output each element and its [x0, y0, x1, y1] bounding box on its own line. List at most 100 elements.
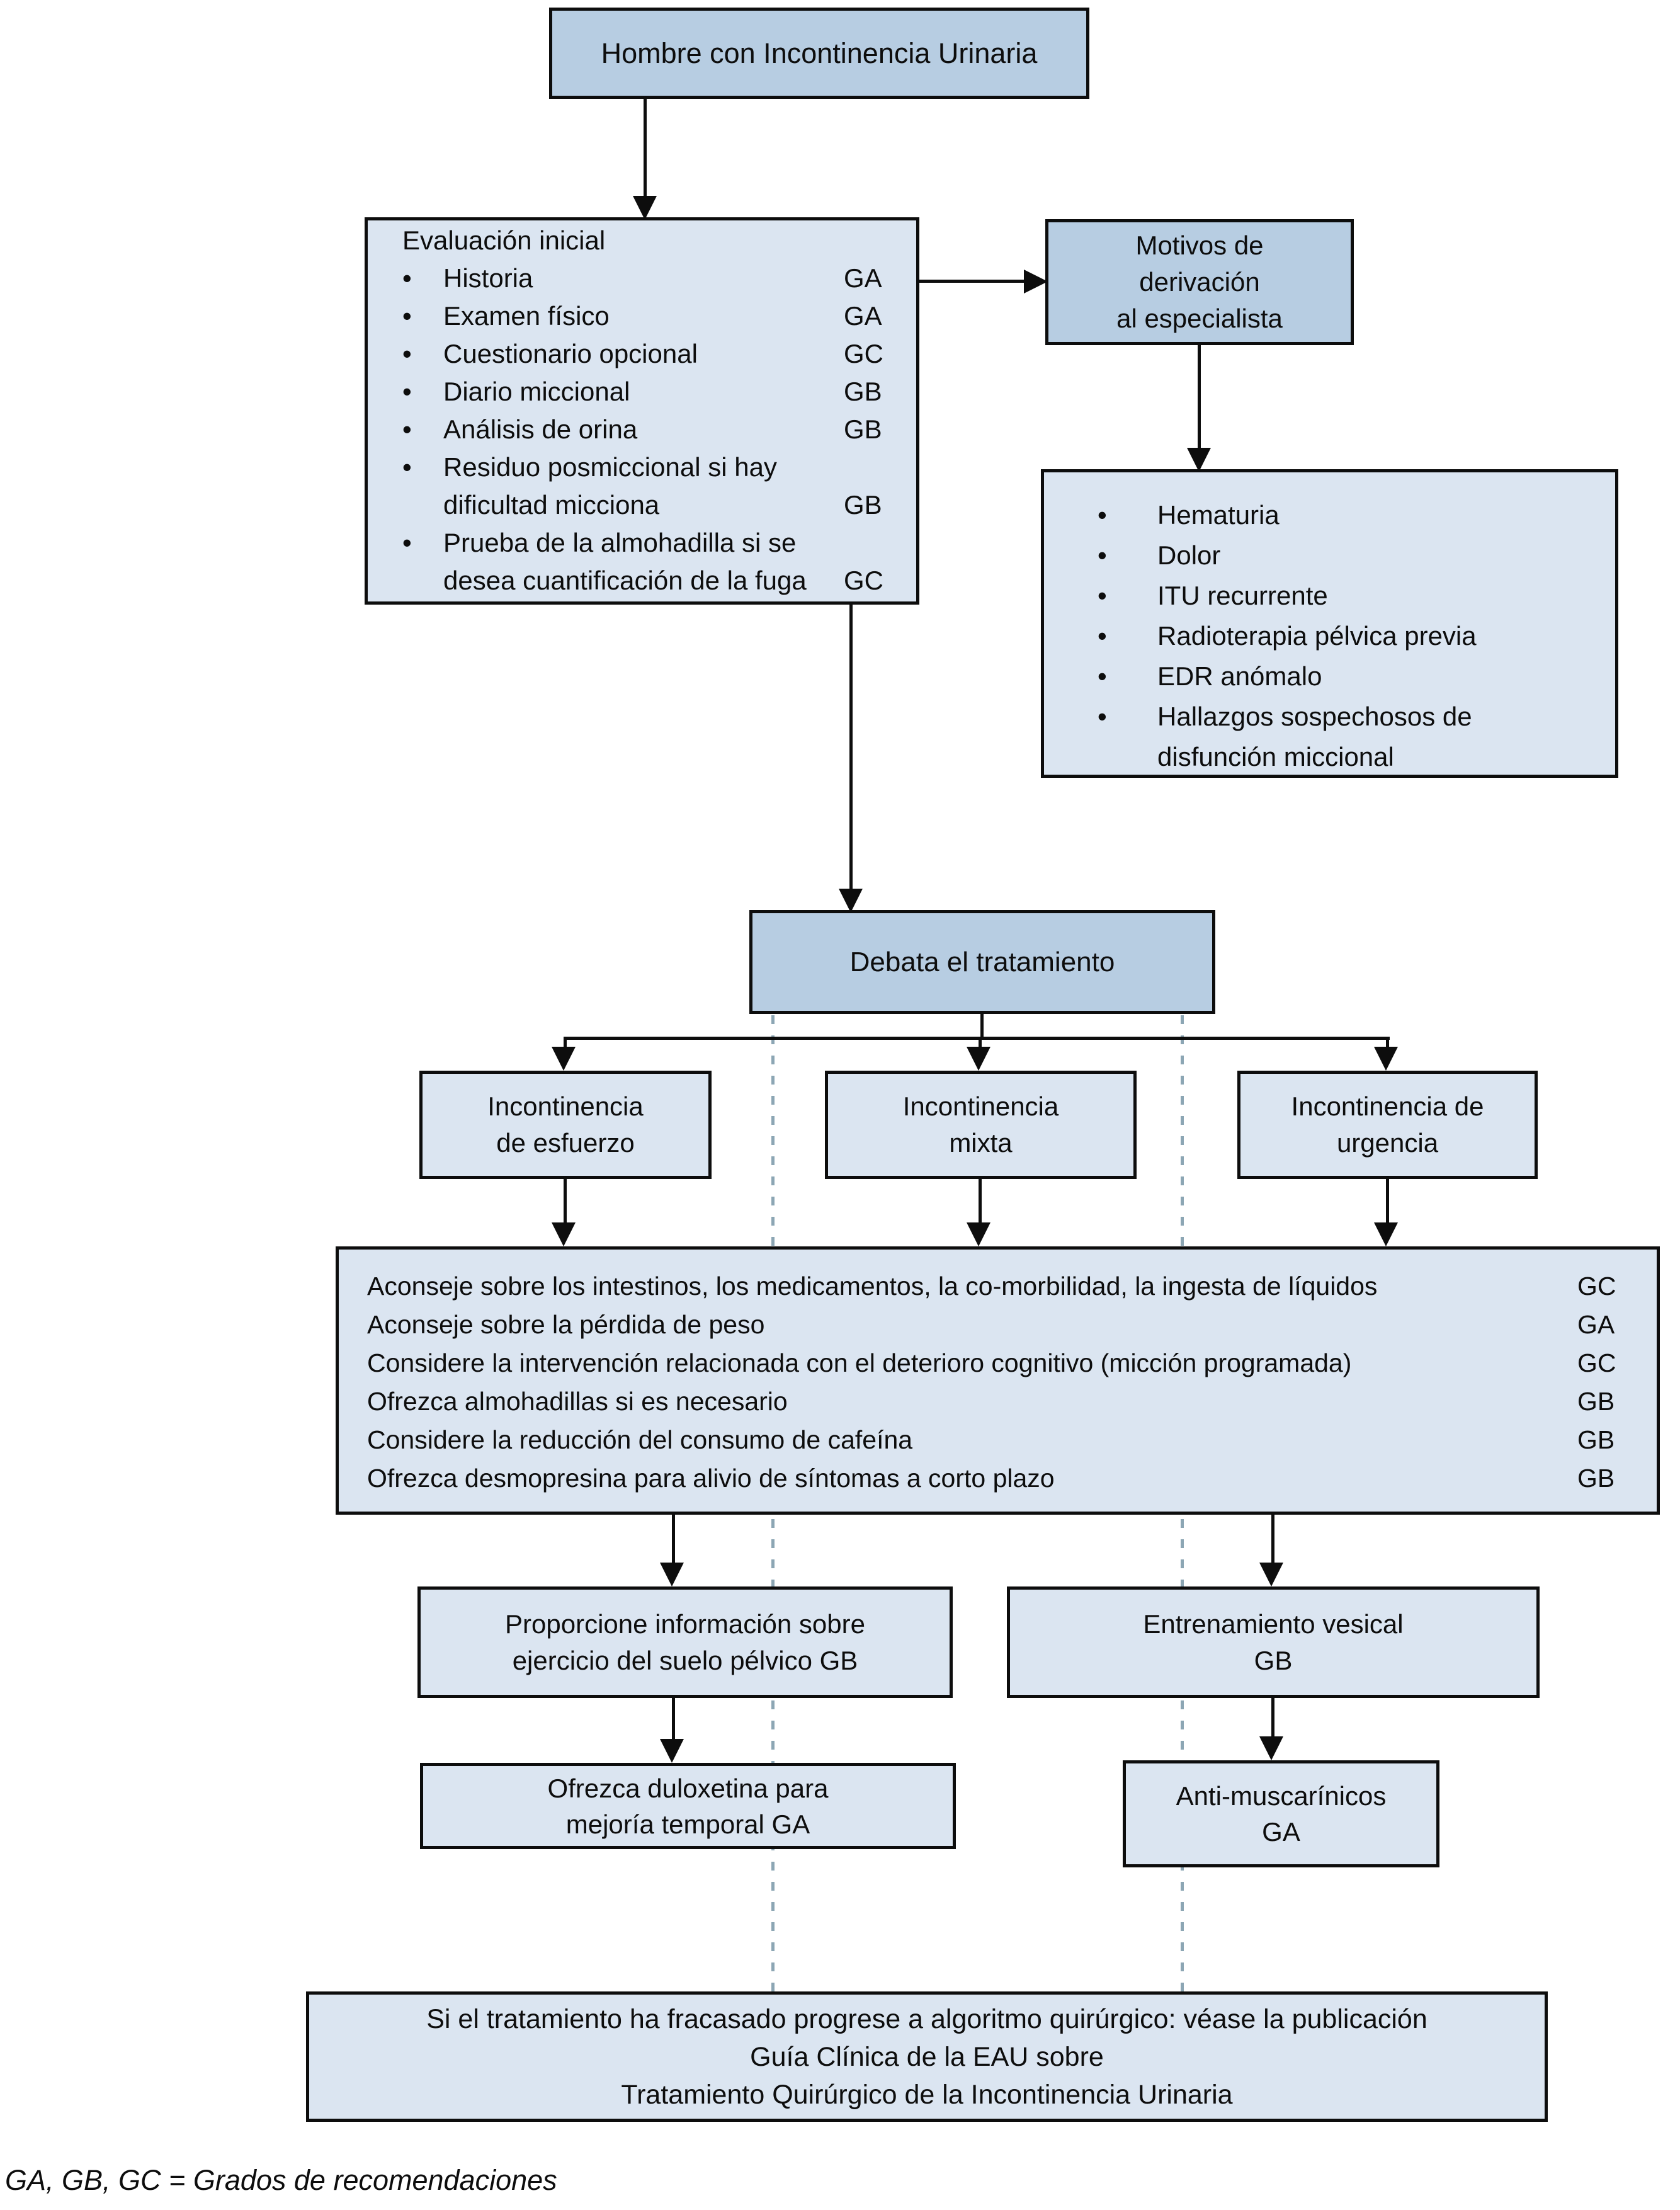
eval-item: • Diario miccional GB [402, 373, 907, 411]
connector-eval-to-discuss [849, 605, 853, 889]
referral-item: • EDR anómalo [1098, 656, 1599, 697]
arrowhead-referral-to-reasons [1187, 448, 1211, 472]
bullet-icon: • [402, 339, 412, 368]
bullet-icon: • [402, 377, 412, 406]
connector-to-stress [564, 1037, 567, 1047]
advice-text: Aconseje sobre la pérdida de peso [367, 1310, 765, 1339]
advice-row: Ofrezca almohadillas si es necesario GB [367, 1382, 1632, 1421]
bladder-line1: Entrenamiento vesical [1143, 1609, 1404, 1639]
eval-item-text: Historia [443, 263, 533, 293]
duloxetine-line1: Ofrezca duloxetina para [547, 1773, 829, 1803]
advice-text: Aconseje sobre los intestinos, los medic… [367, 1272, 1378, 1301]
mixed-incontinence-node: Incontinencia mixta [825, 1071, 1137, 1179]
start-node: Hombre con Incontinencia Urinaria [549, 8, 1089, 99]
arrowhead-eval-to-discuss [839, 889, 863, 913]
advice-row: Aconseje sobre los intestinos, los medic… [367, 1267, 1632, 1306]
advice-text: Ofrezca almohadillas si es necesario [367, 1387, 788, 1416]
arrowhead-to-stress [552, 1047, 576, 1071]
grade-badge: GC [844, 339, 883, 368]
grade-badge: GB [844, 490, 882, 520]
eval-item-text2: desea cuantificación de la fuga [443, 566, 807, 595]
eval-item: • Cuestionario opcional GC [402, 335, 907, 373]
connector-start-to-eval [644, 99, 647, 196]
urgency-line2: urgencia [1336, 1128, 1439, 1158]
referral-item-text: ITU recurrente [1157, 581, 1328, 610]
arrowhead-mixed-to-advice [967, 1222, 990, 1246]
bladder-training-node: Entrenamiento vesical GB [1007, 1586, 1540, 1698]
advice-text: Ofrezca desmopresina para alivio de sínt… [367, 1464, 1055, 1493]
grade-badge: GB [844, 377, 882, 406]
pelvic-floor-exercise-node: Proporcione información sobre ejercicio … [417, 1586, 953, 1698]
mixed-line1: Incontinencia [902, 1091, 1059, 1121]
grade-badge: GA [844, 263, 882, 293]
connector-mixed-to-advice [979, 1179, 982, 1222]
referral-item-text: Dolor [1157, 540, 1221, 570]
eval-item-text: Análisis de orina [443, 414, 638, 444]
grade-badge: GA [1577, 1310, 1615, 1339]
bullet-icon: • [402, 528, 412, 557]
bullet-icon: • [402, 414, 412, 444]
advice-row: Considere la reducción del consumo de ca… [367, 1421, 1632, 1459]
arrowhead-stress-to-advice [552, 1222, 576, 1246]
connector-to-urgency [1386, 1037, 1389, 1047]
connector-discuss-stub [980, 1014, 984, 1039]
initial-evaluation-title: Evaluación inicial [402, 225, 606, 255]
referral-item: • Dolor [1098, 535, 1599, 576]
grade-badge: GC [1577, 1272, 1616, 1301]
grade-badge: GC [844, 566, 883, 595]
pelvic-line2: ejercicio del suelo pélvico GB [512, 1645, 858, 1675]
arrowhead-to-urgency [1374, 1047, 1398, 1071]
arrowhead-advice-to-bladder [1259, 1563, 1283, 1586]
connector-advice-to-pelvic [672, 1515, 675, 1563]
grade-badge: GB [844, 414, 882, 444]
bullet-icon: • [1098, 702, 1107, 731]
arrowhead-urgency-to-advice [1374, 1222, 1398, 1246]
eval-item-text: Prueba de la almohadilla si se [443, 528, 797, 557]
arrowhead-pelvic-to-duloxetine [660, 1739, 684, 1763]
advice-row: Considere la intervención relacionada co… [367, 1344, 1632, 1382]
referral-item-text: Hematuria [1157, 500, 1280, 530]
bullet-icon: • [402, 301, 412, 331]
referral-reasons-node: Motivos de derivación al especialista [1045, 219, 1354, 345]
eval-item-text: Examen físico [443, 301, 610, 331]
stress-line1: Incontinencia [487, 1091, 644, 1121]
grade-badge: GB [1577, 1425, 1615, 1454]
connector-to-mixed [979, 1037, 982, 1047]
connector-urgency-to-advice [1386, 1179, 1389, 1222]
connector-referral-to-reasons [1198, 345, 1201, 448]
duloxetine-node: Ofrezca duloxetina para mejoría temporal… [420, 1763, 956, 1849]
referral-item: • ITU recurrente [1098, 576, 1599, 616]
duloxetine-line2: mejoría temporal GA [565, 1809, 810, 1839]
arrowhead-start-to-eval [633, 196, 657, 220]
arrowhead-advice-to-pelvic [660, 1563, 684, 1586]
advice-text: Considere la intervención relacionada co… [367, 1348, 1352, 1377]
bullet-icon: • [1098, 621, 1107, 651]
grade-badge: GB [1577, 1464, 1615, 1493]
discuss-treatment-node: Debata el tratamiento [749, 910, 1215, 1014]
referral-line1: Motivos de [1135, 231, 1264, 260]
arrowhead-eval-to-referral [1024, 270, 1048, 293]
discuss-treatment-label: Debata el tratamiento [849, 946, 1115, 977]
surgical-note-line1: Si el tratamiento ha fracasado progrese … [426, 2003, 1427, 2034]
antimuscarinic-line2: GA [1262, 1817, 1300, 1847]
advice-row: Ofrezca desmopresina para alivio de sínt… [367, 1459, 1632, 1498]
bullet-icon: • [1098, 661, 1107, 691]
connector-advice-to-bladder [1271, 1515, 1274, 1563]
eval-item: • Análisis de orina GB [402, 411, 907, 448]
referral-item-text: EDR anómalo [1157, 661, 1322, 691]
connector-pelvic-to-duloxetine [672, 1698, 675, 1739]
surgical-note-line3: Tratamiento Quirúrgico de la Incontinenc… [621, 2079, 1233, 2110]
advice-text: Considere la reducción del consumo de ca… [367, 1425, 913, 1454]
mixed-line2: mixta [949, 1128, 1013, 1158]
connector-bladder-to-antimuscarinic [1271, 1698, 1274, 1736]
referral-item: • Radioterapia pélvica previa [1098, 616, 1599, 656]
antimuscarinic-node: Anti-muscarínicos GA [1123, 1760, 1439, 1867]
bullet-icon: • [1098, 500, 1107, 530]
bullet-icon: • [402, 263, 412, 293]
eval-item: • Prueba de la almohadilla si se desea cu… [402, 524, 907, 600]
surgical-note-box: Si el tratamiento ha fracasado progrese … [306, 1991, 1548, 2122]
referral-item-text: Hallazgos sospechosos de [1157, 702, 1472, 731]
initial-evaluation-box: Evaluación inicial • Historia GA • Exame… [365, 217, 919, 605]
